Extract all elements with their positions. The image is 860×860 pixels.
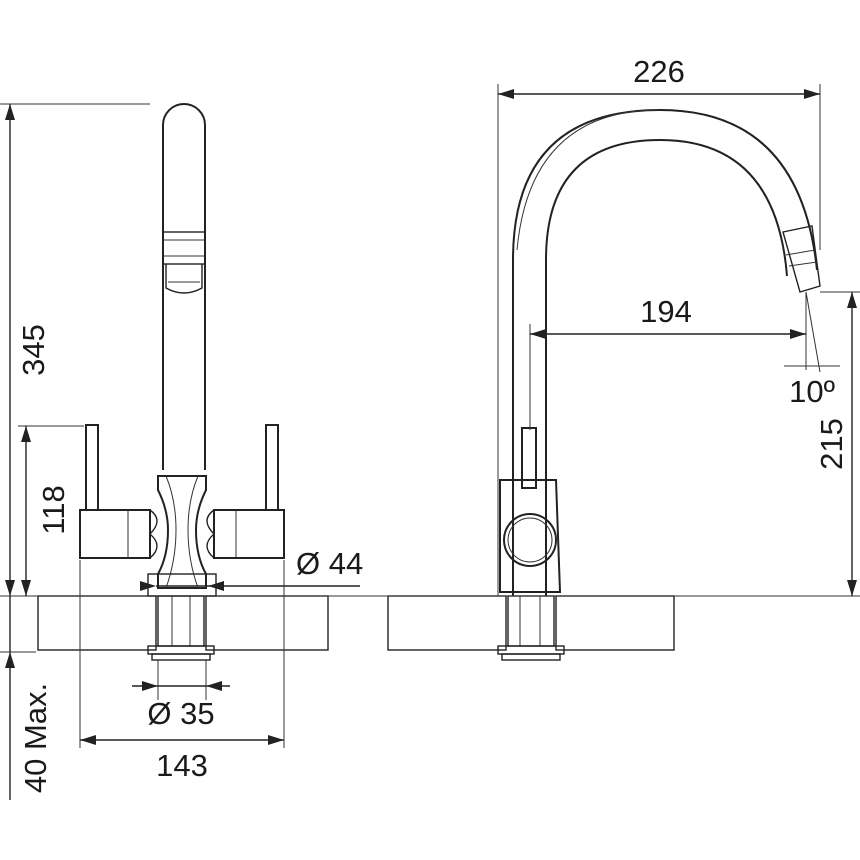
dimension-lines bbox=[0, 84, 860, 800]
dim-spout-angle: 10º bbox=[789, 374, 835, 409]
dim-reach-total: 226 bbox=[633, 54, 685, 89]
dim-reach-spout: 194 bbox=[640, 294, 692, 329]
side-handle bbox=[499, 427, 562, 593]
front-body bbox=[157, 475, 207, 589]
dim-hole-diameter: Ø 35 bbox=[147, 696, 214, 731]
front-countertop-right bbox=[205, 595, 329, 651]
front-countertop-left bbox=[37, 595, 157, 651]
dim-overall-height: 345 bbox=[16, 324, 51, 376]
front-mounting-shank bbox=[147, 595, 215, 661]
dim-body-diameter: Ø 44 bbox=[296, 546, 363, 581]
front-right-handle bbox=[206, 424, 285, 559]
dim-overall-width: 143 bbox=[156, 748, 208, 783]
side-view bbox=[387, 108, 821, 661]
side-countertop-left bbox=[387, 595, 507, 651]
front-spout bbox=[162, 103, 206, 470]
dim-mount-max: 40 Max. bbox=[18, 683, 53, 793]
front-view bbox=[37, 103, 329, 661]
side-gooseneck-spout bbox=[512, 108, 821, 596]
side-countertop-right bbox=[555, 595, 675, 651]
dim-spout-height: 215 bbox=[814, 418, 849, 470]
side-mounting-shank bbox=[497, 595, 565, 661]
front-left-handle bbox=[79, 424, 158, 559]
dim-handle-height: 118 bbox=[36, 485, 71, 534]
